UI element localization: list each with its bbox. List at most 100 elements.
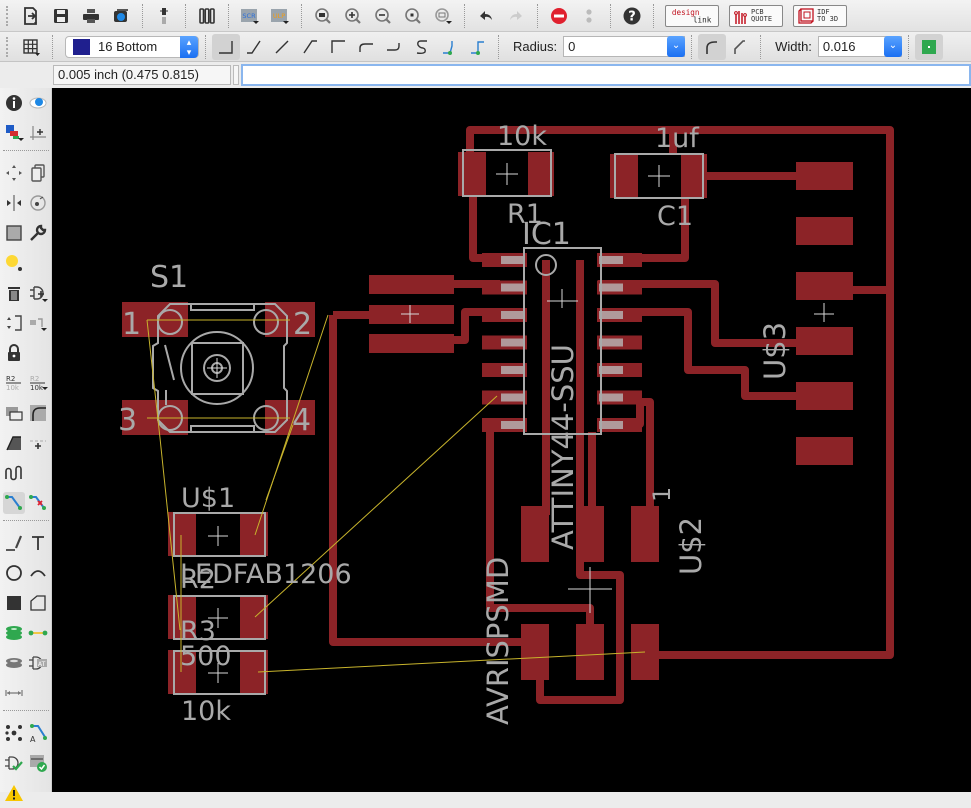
wire-bend-2-button[interactable] [268,34,296,60]
info-icon [6,95,22,111]
wire-bend-8-button[interactable] [436,34,464,60]
straight-miter-button[interactable] [726,34,754,60]
help-button[interactable]: ? [619,3,645,29]
copy-tool[interactable] [27,162,49,184]
group-tool[interactable] [3,222,25,244]
zoom-in-button[interactable] [340,3,366,29]
attribute-tool[interactable]: AT [27,652,49,674]
split-tool[interactable] [3,432,25,454]
wire-bend-4-button[interactable] [324,34,352,60]
rect-tool[interactable] [3,592,25,614]
add-tool[interactable] [27,282,49,304]
round-miter-button[interactable] [698,33,727,60]
replace-tool[interactable] [3,312,25,334]
erc-tool[interactable] [3,752,25,774]
circle-tool[interactable] [3,562,25,584]
meander-tool[interactable] [3,462,25,484]
ulp-button[interactable]: ULP [267,3,293,29]
miter-tool[interactable] [27,402,49,424]
via-toggle-button[interactable] [914,33,943,60]
wire-bend-3-button[interactable] [296,34,324,60]
bend-right-angle-icon [219,40,233,54]
paste-tool[interactable] [3,252,25,274]
errors-tool[interactable] [3,782,25,804]
replace-alt-tool[interactable] [27,312,49,334]
display-layers-tool[interactable] [3,122,25,144]
show-tool[interactable] [27,92,49,114]
bend-straight-icon [275,40,289,53]
command-input[interactable] [241,64,971,86]
optimize-tool[interactable] [27,432,49,454]
wire-bend-0-button[interactable] [212,33,240,60]
layer-select[interactable]: 16 Bottom ▴▾ [65,35,199,58]
drc-tool[interactable] [27,752,49,774]
stop-button[interactable] [546,3,572,29]
wire-bend-5-button[interactable] [352,34,380,60]
polygon-icon [30,595,46,611]
zoom-out-button[interactable] [370,3,396,29]
zoom-last-icon [435,7,452,24]
via-icon [921,39,936,54]
ratsnest-tool[interactable] [3,722,25,744]
delete-tool[interactable] [3,282,25,304]
empty-slot [27,342,49,364]
zoom-fit-button[interactable] [310,3,336,29]
print-button[interactable] [78,3,104,29]
hole-tool[interactable] [3,652,25,674]
route-tool[interactable] [3,492,25,514]
dimension-tool[interactable] [3,682,25,704]
cam-button[interactable] [108,3,134,29]
arc-tool[interactable] [27,562,49,584]
text-tool[interactable] [27,532,49,554]
redo-button[interactable] [503,3,529,29]
via-tool[interactable] [3,622,25,644]
idf-to-3d-button[interactable]: IDF TO 3D [793,4,847,27]
go-button[interactable] [576,3,602,29]
rotate-tool[interactable] [27,192,49,214]
layers-button[interactable] [194,3,220,29]
zoom-select-button[interactable] [400,3,426,29]
wire-bend-7-button[interactable] [408,34,436,60]
change-tool[interactable] [27,222,49,244]
pcb-quote-button[interactable]: PCB QUOTE [729,4,783,27]
mark-tool[interactable] [27,122,49,144]
mirror-tool[interactable] [3,192,25,214]
toolbar-grip[interactable] [6,5,12,26]
lock-tool[interactable] [3,342,25,364]
grid-button[interactable] [18,34,44,60]
label-u2: U$2 [674,517,708,575]
toolbar-grip[interactable] [6,36,12,57]
separator [907,34,909,59]
wire-tool[interactable] [3,532,25,554]
wire-bend-6-button[interactable] [380,34,408,60]
radius-combobox[interactable]: 0 ⌄ [563,36,686,57]
trace [645,290,894,659]
zoom-last-button[interactable] [430,3,456,29]
autorouter-tool[interactable]: A [27,722,49,744]
polygon-tool[interactable] [27,592,49,614]
bend-follow-me-icon [443,40,453,55]
pad-u3-3 [796,272,853,300]
info-tool[interactable] [3,92,25,114]
ripup-tool[interactable] [27,492,49,514]
width-combobox[interactable]: 0.016 ⌄ [817,36,902,57]
smash-tool[interactable] [3,402,25,424]
bend-spline-icon [416,39,427,54]
wire-bend-9-button[interactable] [464,34,492,60]
wire-bend-1-button[interactable] [240,34,268,60]
move-tool[interactable] [3,162,25,184]
save-button[interactable] [48,3,74,29]
origin-markers [207,163,834,683]
board-schematic-switch-button[interactable] [151,3,177,29]
board-drawing[interactable]: S1 1 2 3 4 10k R1 1uf C1 IC1 ATTINY44-SS… [52,88,971,792]
undo-button[interactable] [473,3,499,29]
command-history-button[interactable] [233,65,239,85]
script-button[interactable]: SCR [237,3,263,29]
cam-icon [114,8,128,22]
signal-tool[interactable] [27,622,49,644]
open-button[interactable] [18,3,44,29]
board-canvas[interactable]: S1 1 2 3 4 10k R1 1uf C1 IC1 ATTINY44-SS… [52,88,971,792]
